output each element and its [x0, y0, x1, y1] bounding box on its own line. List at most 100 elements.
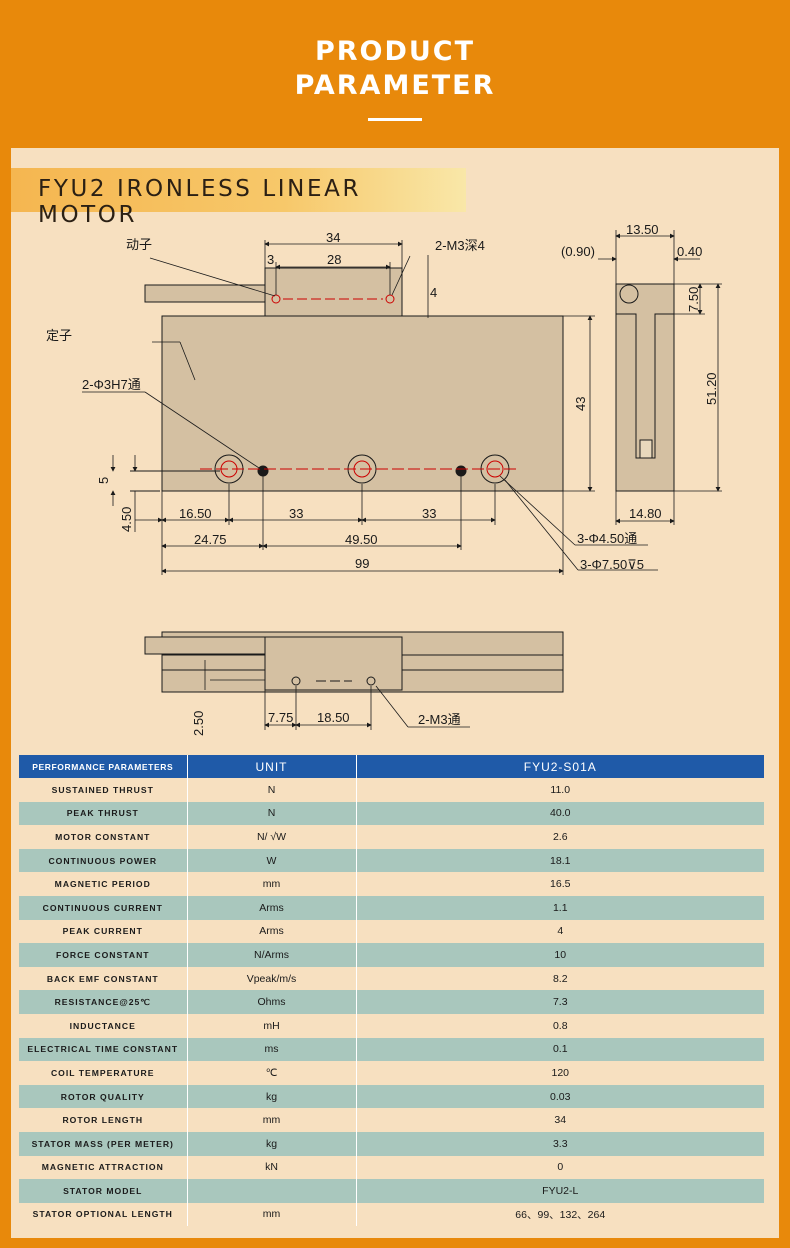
param-name-cell: PEAK CURRENT	[19, 919, 188, 944]
param-value-cell: 3.3	[356, 1131, 764, 1156]
param-value-cell: 16.5	[356, 872, 764, 896]
label-bottom-tapped: 2-M3通	[418, 712, 461, 727]
param-unit-cell: ms	[187, 1037, 357, 1062]
label-thru-holes: 3-Φ4.50通	[577, 531, 637, 546]
param-unit-cell: Ohms	[187, 990, 357, 1014]
param-name-cell: ROTOR LENGTH	[19, 1108, 188, 1132]
param-unit-cell: ℃	[187, 1061, 357, 1085]
param-value-cell: 8.2	[356, 966, 764, 991]
param-unit-cell: mH	[187, 1013, 357, 1038]
header-title-line2: PARAMETER	[294, 70, 496, 101]
param-unit-cell	[187, 1179, 357, 1203]
param-value-cell: 120	[356, 1061, 764, 1085]
front-view	[130, 267, 564, 492]
stator-profile	[615, 313, 675, 492]
dim-99: 99	[355, 556, 369, 571]
header-model: FYU2-S01A	[356, 755, 764, 778]
dim-0-90: (0.90)	[561, 244, 595, 259]
param-name-cell: CONTINUOUS POWER	[19, 848, 188, 873]
dim-33-b: 33	[422, 506, 436, 521]
param-unit-cell: mm	[187, 1202, 357, 1227]
param-unit-cell: mm	[187, 1108, 357, 1132]
stator-body	[161, 315, 564, 492]
dim-7-75: 7.75	[268, 710, 293, 725]
header-unit: UNIT	[187, 755, 357, 778]
param-value-cell: 1.1	[356, 895, 764, 920]
param-value-cell: 18.1	[356, 848, 764, 873]
side-view	[615, 283, 675, 492]
page-header: PRODUCT PARAMETER	[0, 0, 790, 148]
label-stator: 定子	[46, 328, 72, 343]
mover-block-bottom	[264, 636, 403, 691]
param-value-cell: 2.6	[356, 825, 764, 849]
dim-28: 28	[327, 252, 341, 267]
label-pin-holes: 2-Φ3H7通	[82, 377, 141, 392]
performance-table: PERFORMANCE PARAMETERS UNIT FYU2-S01A SU…	[19, 755, 764, 1227]
param-name-cell: MOTOR CONSTANT	[19, 825, 188, 849]
param-value-cell: 0.8	[356, 1013, 764, 1038]
table-header-row: PERFORMANCE PARAMETERS UNIT FYU2-S01A	[19, 755, 764, 778]
param-value-cell: 34	[356, 1108, 764, 1132]
param-name-cell: ELECTRICAL TIME CONSTANT	[19, 1037, 188, 1062]
label-counterbore: 3-Φ7.50⊽5	[580, 557, 644, 572]
dim-4: 4	[430, 285, 437, 300]
param-name-cell: CONTINUOUS CURRENT	[19, 895, 188, 920]
header-underline	[368, 118, 422, 121]
param-unit-cell: kg	[187, 1084, 357, 1109]
param-name-cell: STATOR OPTIONAL LENGTH	[19, 1202, 188, 1227]
param-name-cell: STATOR MASS (PER METER)	[19, 1131, 188, 1156]
param-unit-cell: N	[187, 801, 357, 826]
thru-hole-3	[486, 460, 504, 478]
param-name-cell: STATOR MODEL	[19, 1179, 188, 1203]
param-value-cell: 0.1	[356, 1037, 764, 1062]
param-unit-cell: mm	[187, 872, 357, 896]
param-unit-cell: Vpeak/m/s	[187, 966, 357, 991]
dim-16-50: 16.50	[179, 506, 212, 521]
param-value-cell: 40.0	[356, 801, 764, 826]
header-title-line1: PRODUCT	[314, 36, 476, 67]
dim-0-40: 0.40	[677, 244, 702, 259]
param-value-cell: 11.0	[356, 778, 764, 802]
dim-5: 5	[96, 477, 111, 484]
param-unit-cell: N	[187, 778, 357, 802]
dim-14-80: 14.80	[629, 506, 662, 521]
param-name-cell: COIL TEMPERATURE	[19, 1061, 188, 1085]
dim-51-20: 51.20	[704, 372, 719, 405]
param-unit-cell: N/Arms	[187, 943, 357, 967]
bottom-view	[144, 631, 564, 693]
dim-13-50: 13.50	[626, 222, 659, 237]
param-name-cell: RESISTANCE@25℃	[19, 990, 188, 1014]
dim-49-50: 49.50	[345, 532, 378, 547]
dim-24-75: 24.75	[194, 532, 227, 547]
param-value-cell: 7.3	[356, 990, 764, 1014]
param-unit-cell: Arms	[187, 919, 357, 944]
param-name-cell: BACK EMF CONSTANT	[19, 966, 188, 991]
dim-43: 43	[573, 397, 588, 411]
param-name-cell: FORCE CONSTANT	[19, 943, 188, 967]
param-unit-cell: W	[187, 848, 357, 873]
param-name-cell: SUSTAINED THRUST	[19, 778, 188, 802]
dim-2-50: 2.50	[191, 711, 206, 736]
dim-7-50: 7.50	[686, 287, 701, 312]
pin-hole-2	[455, 465, 467, 477]
param-name-cell: MAGNETIC PERIOD	[19, 872, 188, 896]
technical-drawing: 34 28 3 4 动子 定子 2-Φ3H7通 2-M3深4 43 5 4.50	[46, 222, 722, 736]
param-unit-cell: kN	[187, 1155, 357, 1180]
dim-18-50: 18.50	[317, 710, 350, 725]
